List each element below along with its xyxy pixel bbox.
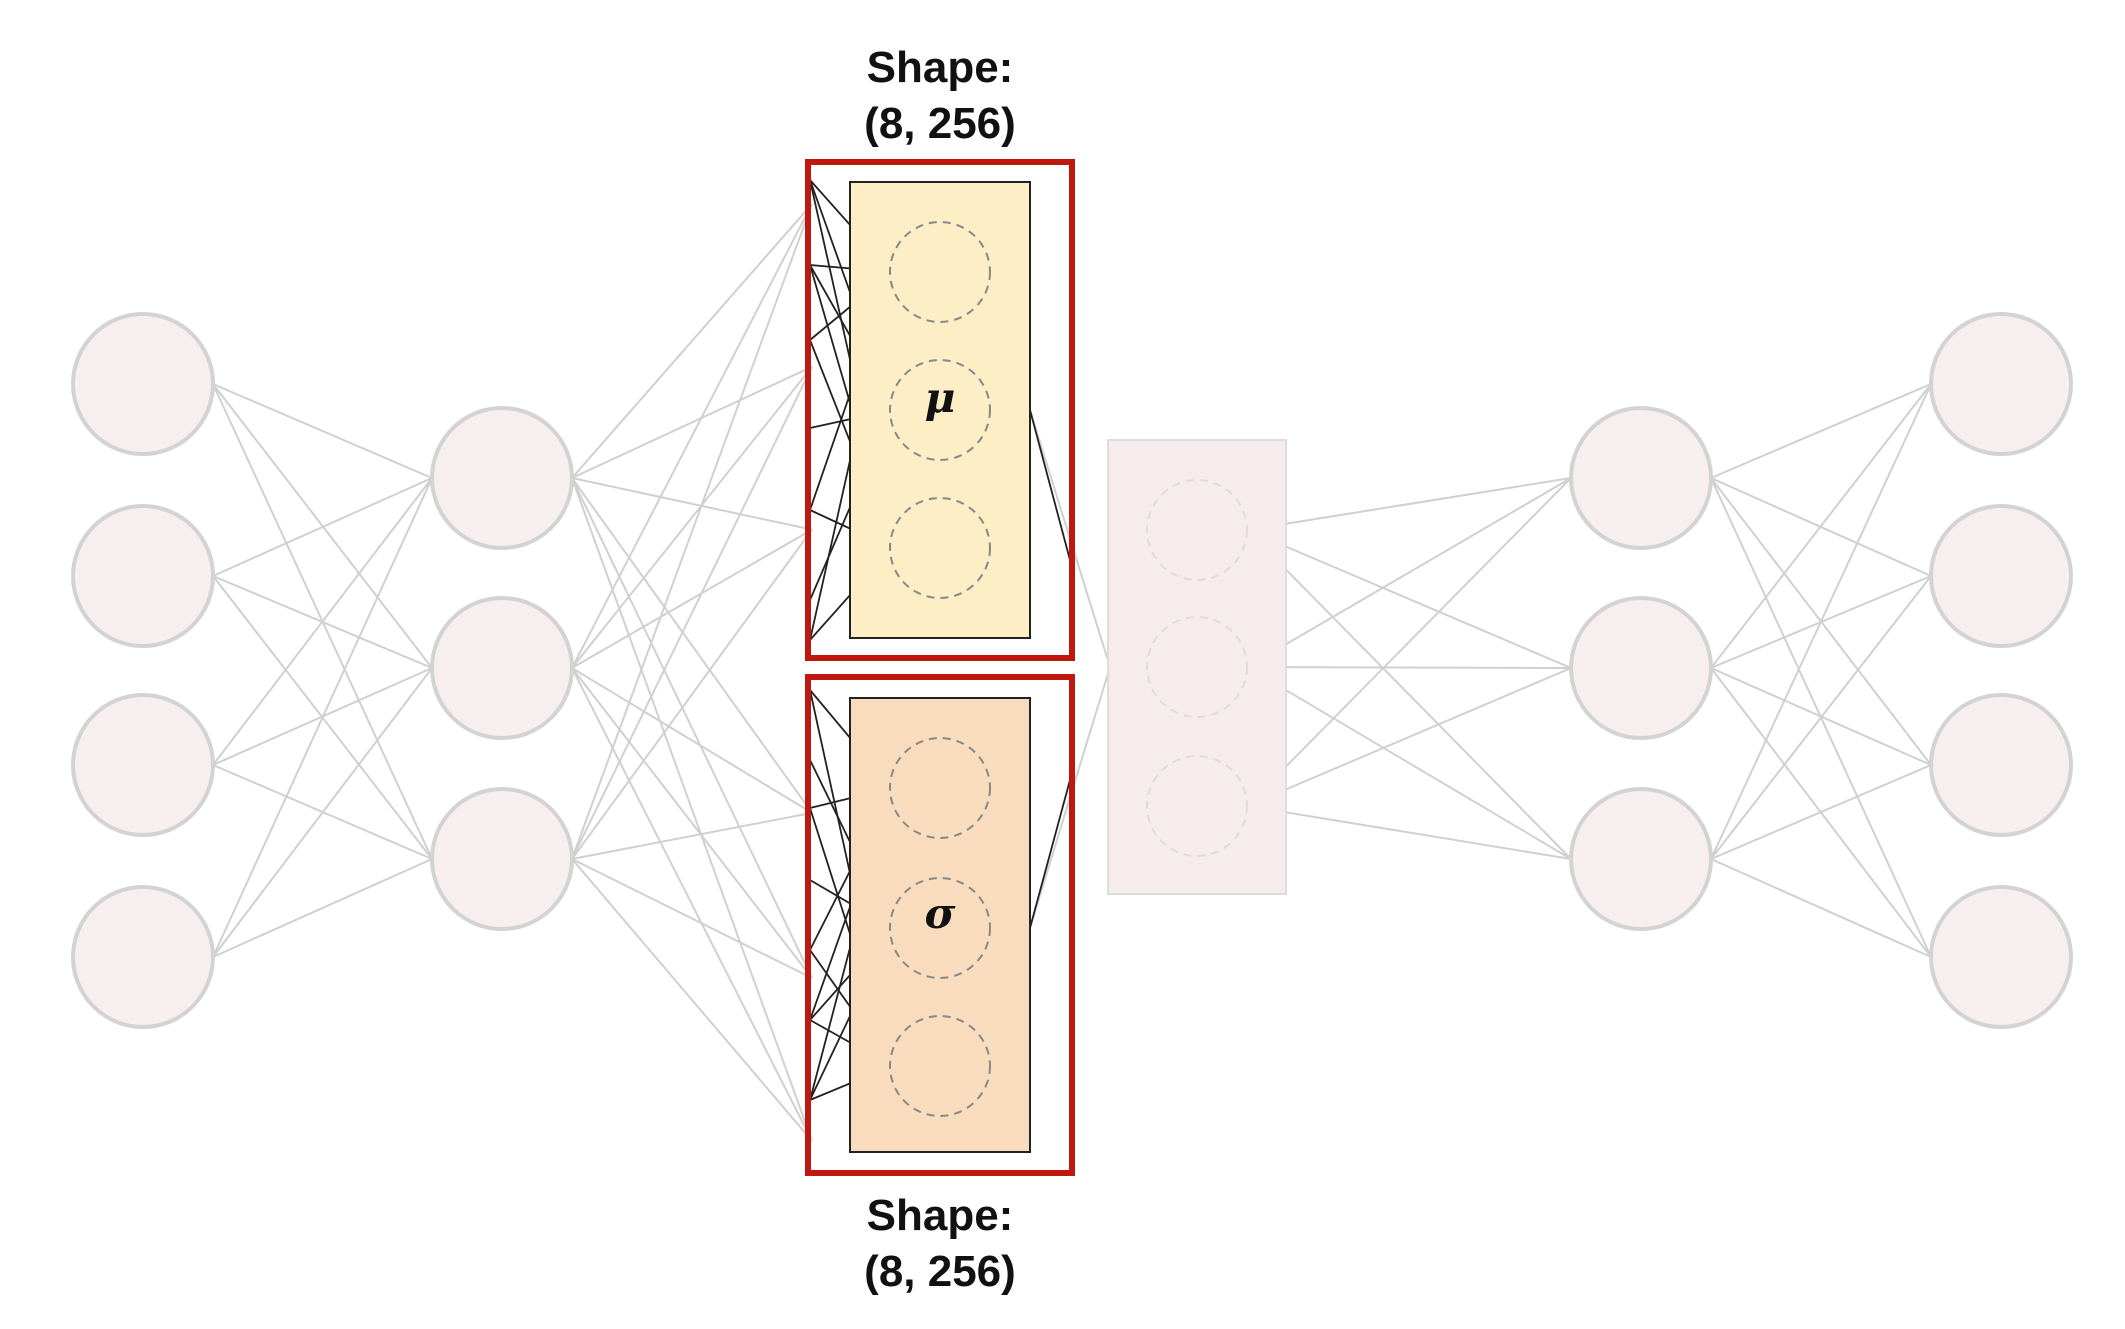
mu-inner-box (849, 181, 1031, 639)
faded-edge (212, 477, 433, 577)
faded-edge (212, 383, 433, 479)
faded-edge (571, 203, 813, 860)
mu-shape-label-line1: Shape: (866, 43, 1014, 92)
hidden-node (430, 787, 574, 931)
hidden-node (430, 596, 574, 740)
faded-edge (571, 203, 813, 669)
faded-edge (571, 366, 813, 669)
output-node (1929, 885, 2073, 1029)
faded-edge (1246, 477, 1572, 531)
mu-node (889, 221, 991, 323)
decoder-hidden-node (1569, 787, 1713, 931)
input-node (71, 312, 215, 456)
faded-edge (212, 477, 433, 958)
latent-node (1146, 755, 1248, 857)
mu-node (889, 359, 991, 461)
faded-edge (1246, 477, 1572, 668)
output-node (1929, 312, 2073, 456)
input-node (71, 693, 215, 837)
sigma-inner-box (849, 697, 1031, 1153)
input-node (71, 504, 215, 648)
faded-edge (1246, 666, 1572, 860)
faded-edge (212, 477, 433, 766)
faded-edge (571, 477, 813, 979)
faded-edge (571, 858, 813, 979)
mu-highlight-frame (805, 159, 1075, 661)
faded-edge (1710, 383, 1932, 669)
sigma-shape-label: Shape: (8, 256) (740, 1188, 1140, 1300)
sigma-shape-label-line1: Shape: (866, 1191, 1014, 1240)
faded-edge (571, 667, 813, 1142)
faded-edge (1710, 764, 1932, 860)
faded-edge (571, 477, 813, 531)
latent-box (1107, 439, 1287, 895)
faded-edge (1246, 666, 1572, 669)
mu-node (889, 497, 991, 599)
faded-edge (571, 477, 813, 814)
faded-edge (1710, 383, 1932, 479)
active-edge (1029, 779, 1071, 929)
faded-edge (571, 529, 813, 860)
latent-node (1146, 479, 1248, 581)
mu-symbol: μ (925, 373, 956, 422)
decoder-hidden-node (1569, 406, 1713, 550)
faded-edge (571, 667, 813, 814)
sigma-shape-label-line2: (8, 256) (864, 1247, 1016, 1296)
mu-shape-label-line2: (8, 256) (864, 99, 1016, 148)
output-node (1929, 504, 2073, 648)
sigma-highlight-frame (805, 674, 1075, 1176)
faded-connections (212, 203, 1932, 1142)
sigma-node (889, 1015, 991, 1117)
faded-edge (571, 366, 813, 860)
sigma-symbol: σ (925, 889, 956, 938)
active-edge (1029, 409, 1071, 561)
faded-edge (1246, 529, 1572, 860)
output-node (1929, 693, 2073, 837)
faded-edge (571, 365, 813, 479)
faded-edge (571, 667, 813, 979)
sigma-node (889, 877, 991, 979)
faded-edge (212, 667, 433, 958)
faded-edge (1246, 477, 1572, 807)
faded-edge (571, 528, 813, 669)
faded-edge (1246, 529, 1572, 669)
input-node (71, 885, 215, 1029)
faded-edge (1710, 383, 1932, 860)
faded-edge (1710, 575, 1932, 860)
mu-shape-label: Shape: (8, 256) (740, 40, 1140, 152)
faded-edge (1710, 858, 1932, 958)
faded-edge (571, 203, 813, 479)
faded-edge (212, 858, 433, 958)
faded-edge (571, 858, 813, 1142)
latent-node (1146, 616, 1248, 718)
sigma-node (889, 737, 991, 839)
faded-edge (571, 811, 813, 860)
faded-edge (1246, 805, 1572, 860)
decoder-hidden-node (1569, 596, 1713, 740)
faded-edge (1246, 667, 1572, 807)
hidden-node (430, 406, 574, 550)
network-nodes (71, 221, 2073, 1117)
faded-edge (571, 477, 813, 1142)
